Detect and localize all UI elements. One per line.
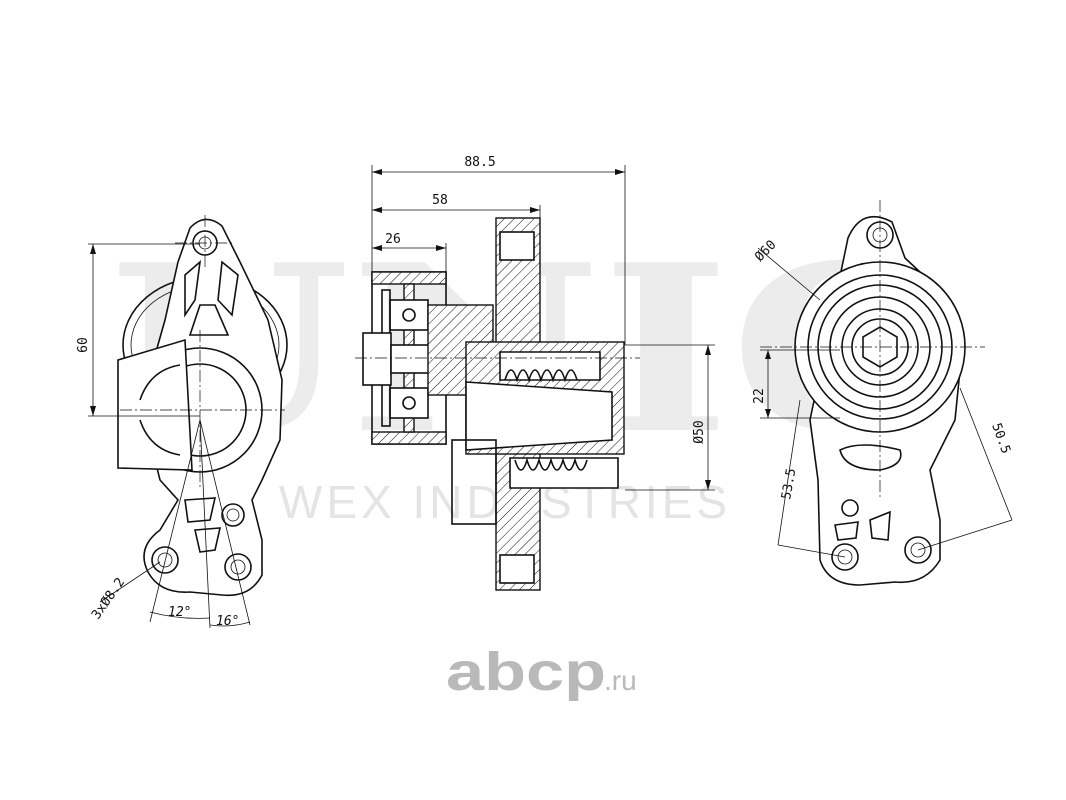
right-view: Ø60 22 53.5 50.5 [752, 200, 1013, 586]
left-view: 60 12° 16° 3xØ8.2 [76, 215, 288, 629]
dim-to-flange: 58 [432, 193, 448, 208]
dim-arm-b: 50.5 [988, 421, 1013, 456]
dim-height-left: 60 [76, 337, 91, 353]
dim-angle-a: 12° [168, 605, 191, 620]
dim-arm-a: 53.5 [779, 467, 799, 500]
logo-domain: .ru [604, 665, 637, 696]
center-view: 88.5 58 26 [355, 155, 715, 591]
dim-shaft-diameter: Ø50 [692, 420, 707, 443]
dim-overall-length: 88.5 [464, 155, 495, 170]
logo-name: abcp [446, 642, 606, 702]
dim-holes: 3xØ8.2 [89, 575, 128, 622]
dim-offset: 22 [752, 388, 767, 404]
dim-angle-b: 16° [216, 614, 239, 629]
abcp-logo: abcp .ru [446, 642, 637, 702]
dim-pulley-width: 26 [385, 232, 401, 247]
